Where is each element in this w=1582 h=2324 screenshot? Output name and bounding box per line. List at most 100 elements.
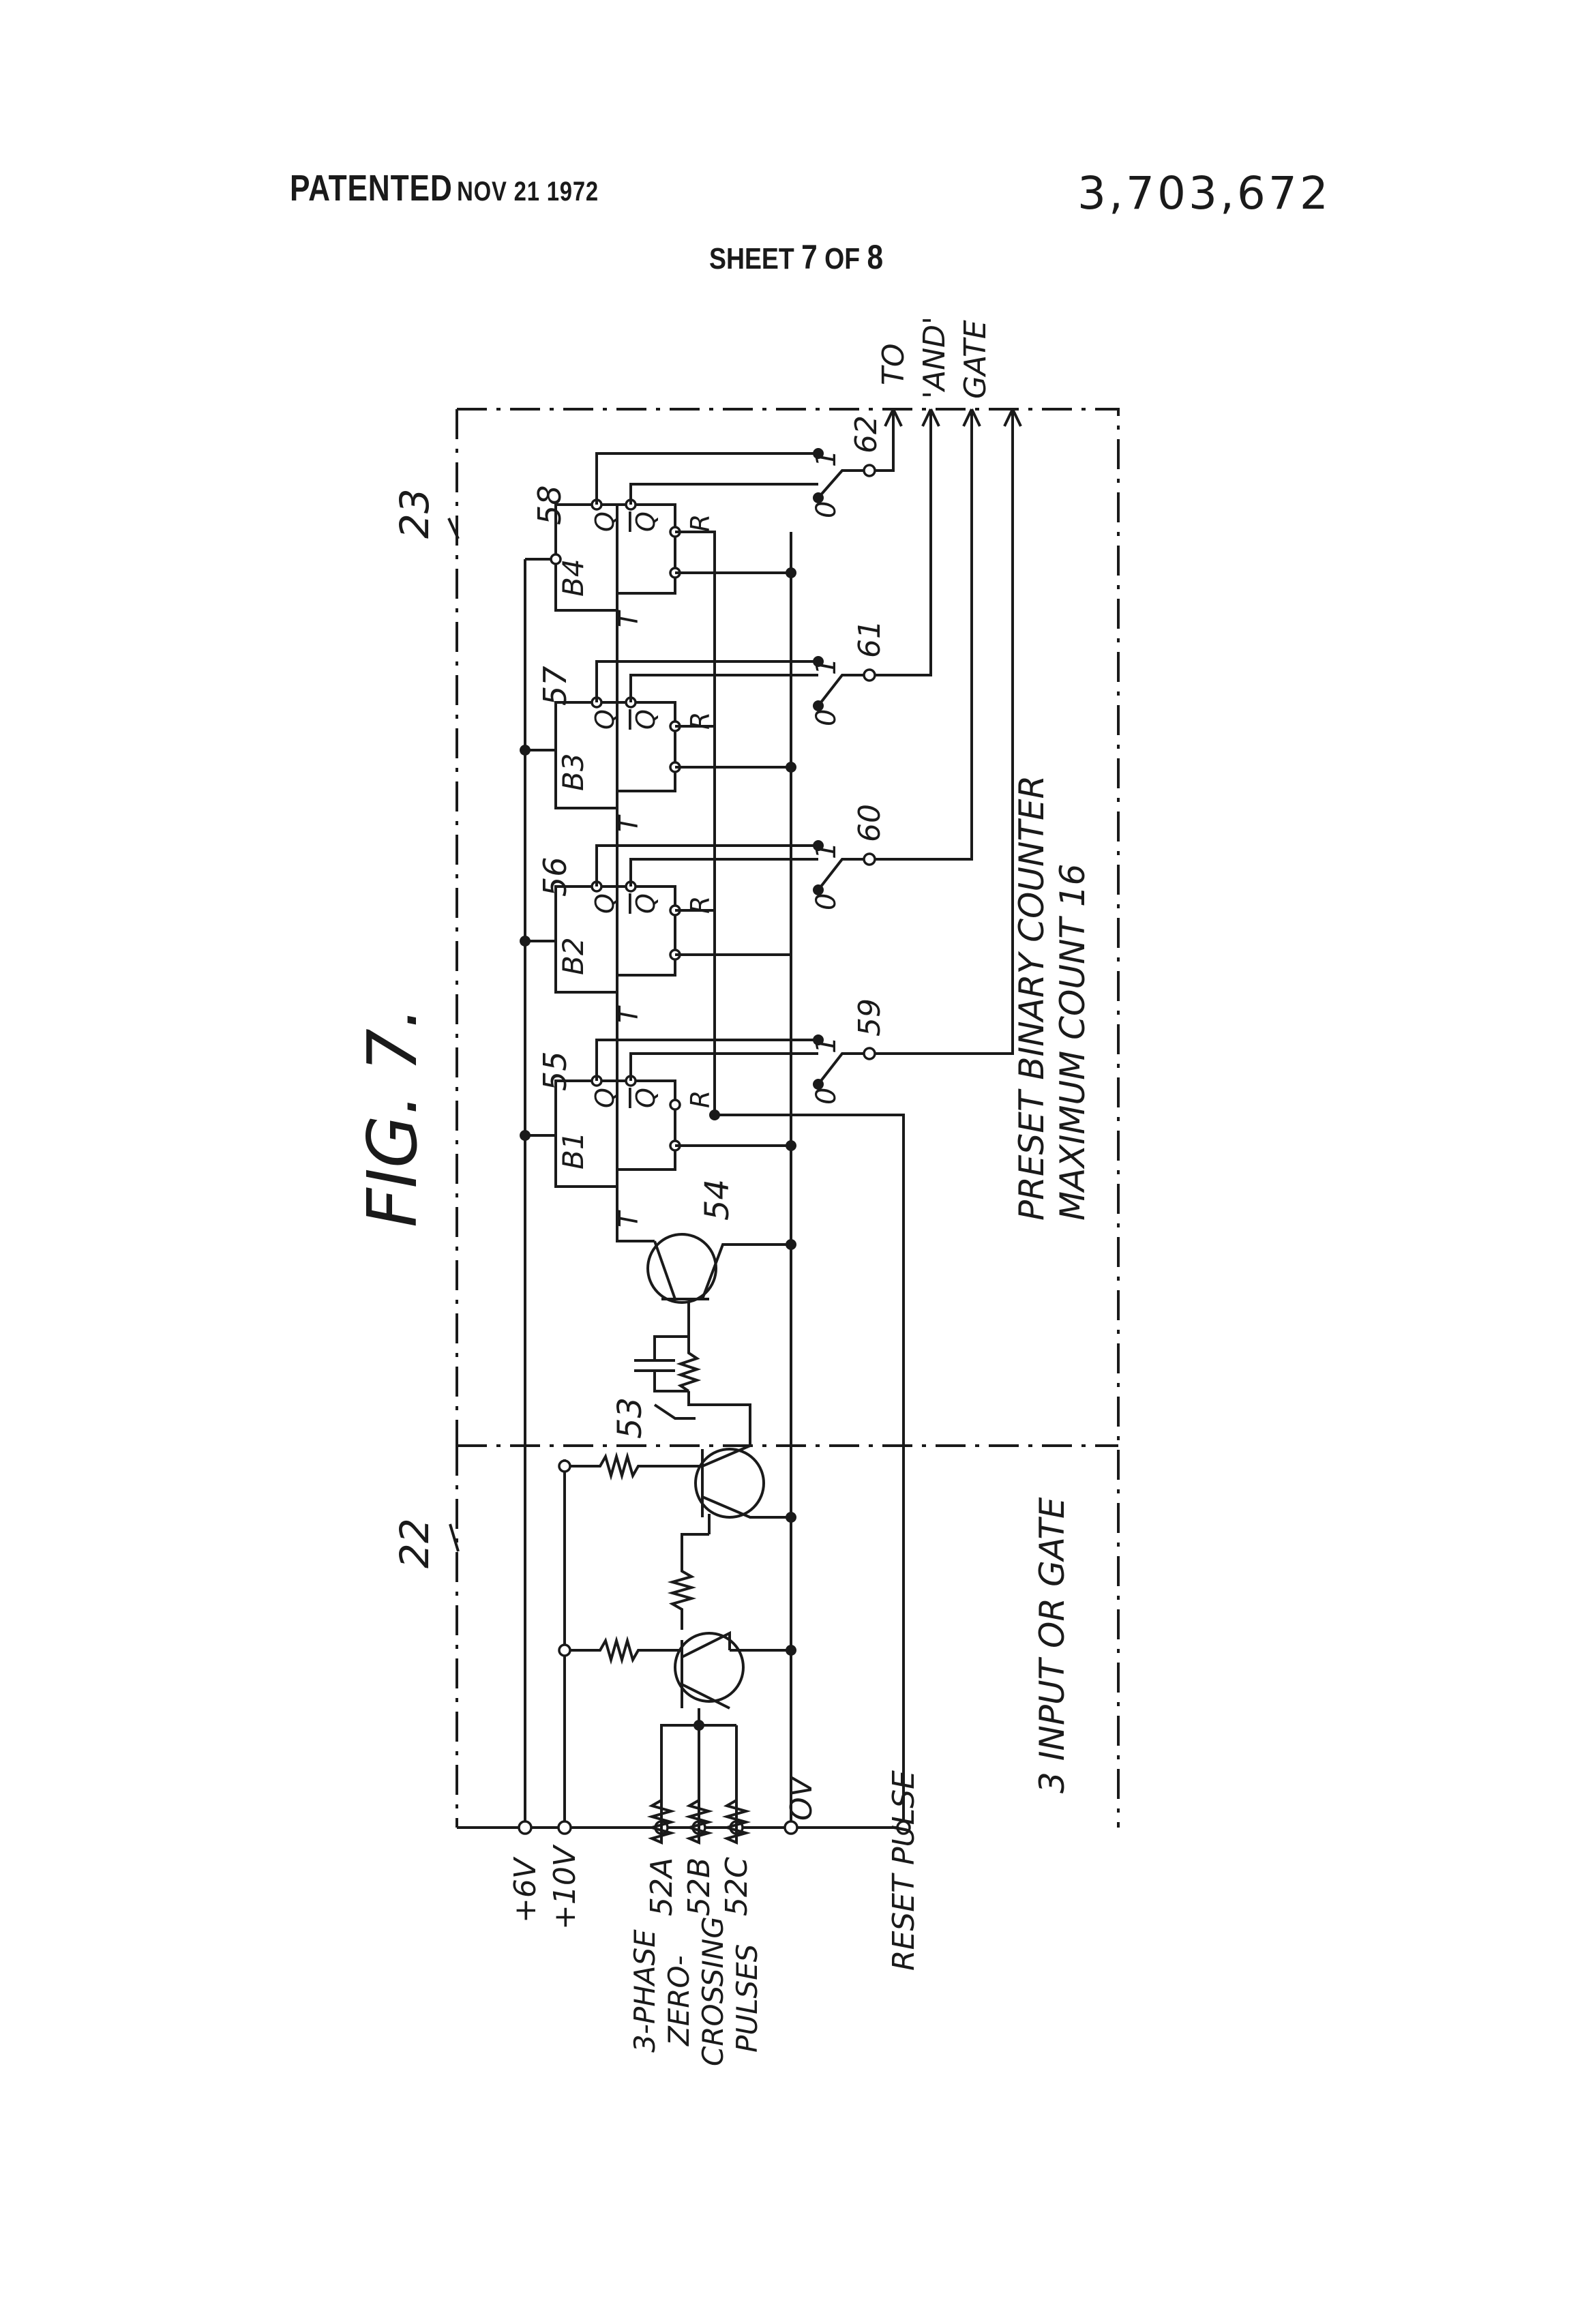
- ff-b1-q: Q: [590, 1088, 620, 1108]
- ff-b4-name: B4: [556, 558, 590, 597]
- sw59-zero: 0: [811, 1088, 842, 1105]
- ff-b3-ref: 57: [537, 666, 573, 706]
- ff-b3-out: [597, 661, 818, 702]
- ff-b2-name: B2: [556, 937, 590, 975]
- sw59-ref: 59: [852, 998, 887, 1037]
- transistor-54: [617, 1207, 796, 1313]
- label-6v: +6V: [508, 1856, 543, 1923]
- ff-b1-qbar: Q: [631, 1088, 661, 1108]
- node-10v-t1: [559, 1645, 570, 1656]
- ff-b4-out: [597, 453, 818, 505]
- ff-b1-r-node: [670, 1100, 680, 1109]
- resistor-t1-t2: [672, 1534, 709, 1630]
- ff-b3-q: Q: [590, 709, 620, 730]
- junction-t1-ov: [786, 1645, 796, 1656]
- switch-60: [813, 409, 972, 895]
- label-10v: +10V: [548, 1844, 582, 1930]
- sw59-one: 1: [811, 1037, 842, 1054]
- ff-b3-name: B3: [556, 753, 590, 791]
- switch-60-common: [864, 854, 875, 865]
- sw60-one: 1: [811, 842, 842, 859]
- resistor-t2-collector: [565, 1457, 702, 1476]
- switch-59-out: [875, 409, 1013, 1054]
- ov-dot-3: [786, 762, 796, 773]
- ff-b4-ref: 58: [531, 485, 568, 525]
- ff-b3-supply-dot: [520, 745, 531, 756]
- ff-b2-out: [597, 846, 818, 887]
- ff-b4-r: R: [685, 514, 715, 532]
- sw61-ref: 61: [852, 620, 887, 658]
- ff-b2-qbar: Q: [631, 893, 661, 914]
- transistor-t2-leads: [702, 1446, 791, 1534]
- ff-b1-ref: 55: [537, 1051, 573, 1091]
- input-label-4: PULSES: [730, 1944, 764, 2053]
- box-22: [457, 1446, 1118, 1828]
- ff-b1-t: T: [614, 1210, 644, 1227]
- switch-61-common: [864, 670, 875, 681]
- sw62-one: 1: [811, 450, 842, 467]
- input-label-2: ZERO-: [662, 1955, 696, 2046]
- ff-b1-supply-dot: [520, 1130, 531, 1141]
- and-label: 'AND': [917, 316, 952, 399]
- t2-collector-line: [689, 1391, 750, 1446]
- transistor-t2: [696, 1446, 796, 1534]
- terminal-0v: [785, 1821, 797, 1834]
- sw61-zero: 0: [811, 709, 842, 726]
- resistor-t1-collector: [565, 1641, 682, 1660]
- terminal-10v: [558, 1821, 571, 1834]
- transistor-t1-leads: [682, 1633, 730, 1708]
- ov-dot-1: [786, 1140, 796, 1151]
- switch-59: [813, 409, 1013, 1090]
- coupling-resistor: [681, 1337, 697, 1391]
- switch-62-common: [864, 465, 875, 476]
- ff-b2-ref: 56: [537, 856, 573, 897]
- reset-junction: [709, 1109, 720, 1120]
- coupling-capacitor: [634, 1313, 689, 1391]
- reset-line: [715, 1115, 904, 1828]
- label-52c: 52C: [719, 1857, 754, 1916]
- switch-59-blade: [818, 1054, 869, 1084]
- transistor-t1: [675, 1633, 796, 1708]
- counter-label-1: PRESET BINARY COUNTER: [1012, 775, 1051, 1221]
- ref-53-leader: [655, 1405, 696, 1418]
- ff-b4-qbar: Q: [631, 511, 661, 532]
- or-gate-label: 3 INPUT OR GATE: [1032, 1497, 1072, 1793]
- sw62-ref: 62: [849, 415, 884, 453]
- terminal-6v: [519, 1821, 531, 1834]
- ref-53: 53: [611, 1397, 649, 1439]
- ff-b1-r: R: [685, 1090, 715, 1108]
- label-ov: OV: [784, 1774, 819, 1821]
- ff-b2-supply-dot: [520, 936, 531, 947]
- input-label-3: CROSSING: [696, 1916, 730, 2066]
- reset-bus: [675, 532, 715, 1115]
- and-gate-arrows: [885, 409, 1021, 426]
- input-label-1: 3-PHASE: [628, 1929, 661, 2053]
- ff-b3-qbar: Q: [631, 709, 661, 730]
- switch-60-blade: [818, 859, 869, 890]
- junction-t2-ov: [786, 1512, 796, 1523]
- ref-54: 54: [698, 1179, 736, 1221]
- switch-61-blade: [818, 675, 869, 706]
- label-52b: 52B: [682, 1858, 717, 1916]
- to-label: TO: [876, 343, 911, 385]
- ov-dot-4: [786, 567, 796, 578]
- gate-label: GATE: [958, 320, 993, 399]
- switch-59-common: [864, 1048, 875, 1059]
- ff-b1-name: B1: [556, 1131, 590, 1170]
- sw60-ref: 60: [852, 804, 887, 842]
- ref-23: 23: [391, 488, 438, 539]
- ff-b4-q: Q: [590, 511, 620, 532]
- switch-60-out: [875, 409, 972, 859]
- sw62-zero: 0: [811, 501, 842, 518]
- ff-b2-q: Q: [590, 893, 620, 914]
- node-10v-t2: [559, 1461, 570, 1472]
- ref-22: 22: [391, 1518, 438, 1568]
- sw60-zero: 0: [811, 893, 842, 910]
- junction-54-ov: [786, 1239, 796, 1250]
- label-reset: RESET PULSE: [886, 1770, 921, 1971]
- label-52a: 52A: [644, 1858, 679, 1916]
- switch-62-blade: [818, 471, 869, 498]
- figure-title: FIG. 7.: [353, 1007, 432, 1228]
